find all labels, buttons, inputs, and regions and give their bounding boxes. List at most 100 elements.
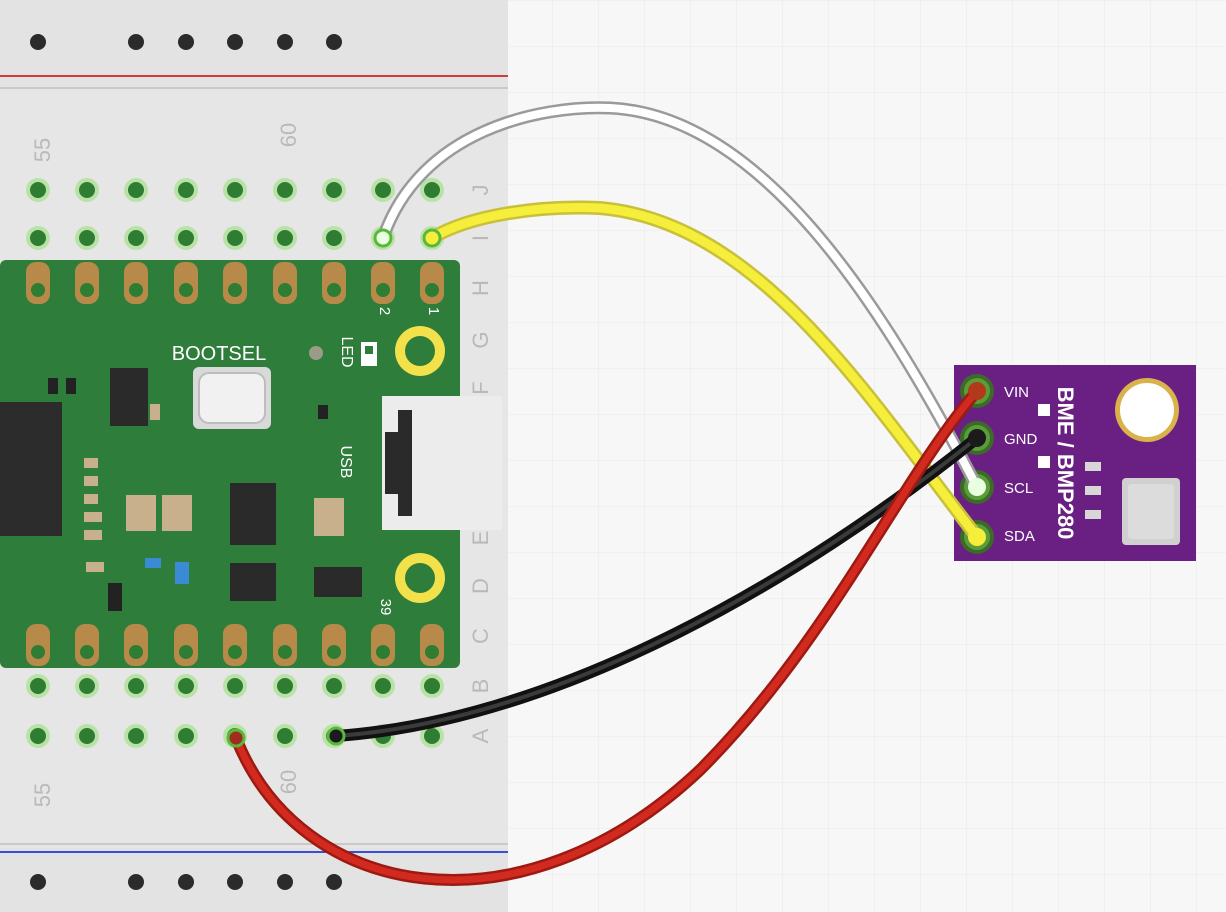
breadboard-hole[interactable] — [128, 182, 144, 198]
sensor-wire-end-scl — [968, 478, 986, 496]
raspberry-pi-pico[interactable]: BOOTSEL LED USB 2 1 39 — [0, 260, 502, 668]
row-labels: J I H G F E D C B A — [468, 185, 493, 744]
wires — [226, 101, 986, 886]
breadboard-hole[interactable] — [424, 728, 440, 744]
breadboard-hole[interactable] — [227, 230, 243, 246]
usb-connector-notch — [385, 432, 401, 494]
pico-pin-hole — [129, 645, 143, 659]
smd-part — [86, 562, 104, 572]
top-rail-holes — [30, 34, 342, 50]
pico-pin-hole — [179, 645, 193, 659]
sensor-pin-label-sda: SDA — [1004, 528, 1035, 545]
breadboard-hole[interactable] — [128, 230, 144, 246]
breadboard-hole[interactable] — [227, 678, 243, 694]
breadboard-hole[interactable] — [128, 678, 144, 694]
breadboard-hole[interactable] — [424, 182, 440, 198]
wire-end-white — [373, 228, 393, 248]
breadboard-hole[interactable] — [128, 728, 144, 744]
mounting-hole-top-inner — [405, 336, 435, 366]
sensor-smd — [1085, 462, 1101, 471]
sensor-title: BME / BMP280 — [1053, 387, 1078, 540]
sensor-wire-end-gnd — [968, 429, 986, 447]
white-wire-core — [379, 103, 981, 491]
sensor-smd — [1038, 456, 1050, 468]
breadboard-hole[interactable] — [227, 182, 243, 198]
pin-label-1: 1 — [425, 307, 442, 315]
yellow-wire-core — [427, 203, 982, 542]
pico-pin-hole — [179, 283, 193, 297]
breadboard-hole[interactable] — [79, 182, 95, 198]
bootsel-label: BOOTSEL — [172, 343, 266, 365]
pico-pin-hole — [129, 283, 143, 297]
hole — [277, 34, 293, 50]
breadboard-hole[interactable] — [79, 230, 95, 246]
breadboard-hole[interactable] — [375, 182, 391, 198]
pico-pcb — [0, 260, 460, 668]
pico-pin-hole — [80, 283, 94, 297]
row-label-f: F — [468, 381, 493, 394]
pin-label-39: 39 — [377, 599, 394, 616]
wire-end-yellow — [422, 228, 442, 248]
hole — [178, 874, 194, 890]
sensor-mounting-hole-inner — [1120, 383, 1174, 437]
pico-pin-hole — [278, 645, 292, 659]
row-label-j: J — [468, 185, 493, 196]
hole — [326, 874, 342, 890]
breadboard-hole[interactable] — [30, 728, 46, 744]
column-number-top-right: 60 — [276, 123, 301, 147]
smd-part — [108, 583, 122, 611]
breadboard-hole[interactable] — [79, 728, 95, 744]
breadboard-hole[interactable] — [326, 678, 342, 694]
breadboard-hole[interactable] — [79, 678, 95, 694]
sensor-smd — [1038, 404, 1050, 416]
hole — [227, 34, 243, 50]
pico-pin-hole — [31, 645, 45, 659]
breadboard-hole[interactable] — [326, 230, 342, 246]
hole — [277, 874, 293, 890]
breadboard-hole[interactable] — [30, 182, 46, 198]
breadboard-hole[interactable] — [178, 678, 194, 694]
breadboard-hole[interactable] — [277, 182, 293, 198]
sensor-pin-label-scl: SCL — [1004, 480, 1033, 497]
breadboard-hole[interactable] — [178, 230, 194, 246]
row-label-i: I — [468, 235, 493, 241]
smd-part — [150, 404, 160, 420]
breadboard-hole[interactable] — [30, 678, 46, 694]
breadboard-hole[interactable] — [30, 230, 46, 246]
led-label: LED — [338, 336, 355, 367]
pico-pin-hole — [376, 645, 390, 659]
bootsel-button[interactable] — [198, 372, 266, 424]
breadboard-hole[interactable] — [277, 230, 293, 246]
breadboard-hole[interactable] — [178, 182, 194, 198]
breadboard-hole[interactable] — [277, 678, 293, 694]
breadboard-hole[interactable] — [326, 182, 342, 198]
smd-part — [84, 530, 102, 540]
breadboard-hole[interactable] — [424, 678, 440, 694]
sensor-smd — [1085, 486, 1101, 495]
breadboard-hole[interactable] — [375, 678, 391, 694]
breadboard-hole[interactable] — [277, 728, 293, 744]
column-number-bottom-left: 55 — [30, 783, 55, 807]
smd-part — [318, 405, 328, 419]
bme280-sensor[interactable]: VIN GND SCL SDA BME / BMP280 — [954, 365, 1196, 561]
pico-pin-hole — [278, 283, 292, 297]
row-label-a: A — [468, 728, 493, 743]
mounting-hole-bottom-inner — [405, 563, 435, 593]
usb-label: USB — [337, 446, 354, 479]
row-label-b: B — [468, 679, 493, 694]
pico-pin-hole — [31, 283, 45, 297]
flash-chip — [110, 368, 148, 426]
column-number-top-left: 55 — [30, 138, 55, 162]
breadboard-hole[interactable] — [178, 728, 194, 744]
component-block — [230, 483, 276, 545]
wire-end-red — [226, 728, 246, 748]
bottom-rail-holes — [30, 874, 342, 890]
hole — [30, 874, 46, 890]
row-label-c: C — [468, 628, 493, 644]
smd-part — [84, 458, 98, 468]
row-label-g: G — [468, 331, 493, 348]
led-component-inner — [365, 346, 373, 354]
led-dot — [309, 346, 323, 360]
wire-end-black — [326, 726, 346, 746]
